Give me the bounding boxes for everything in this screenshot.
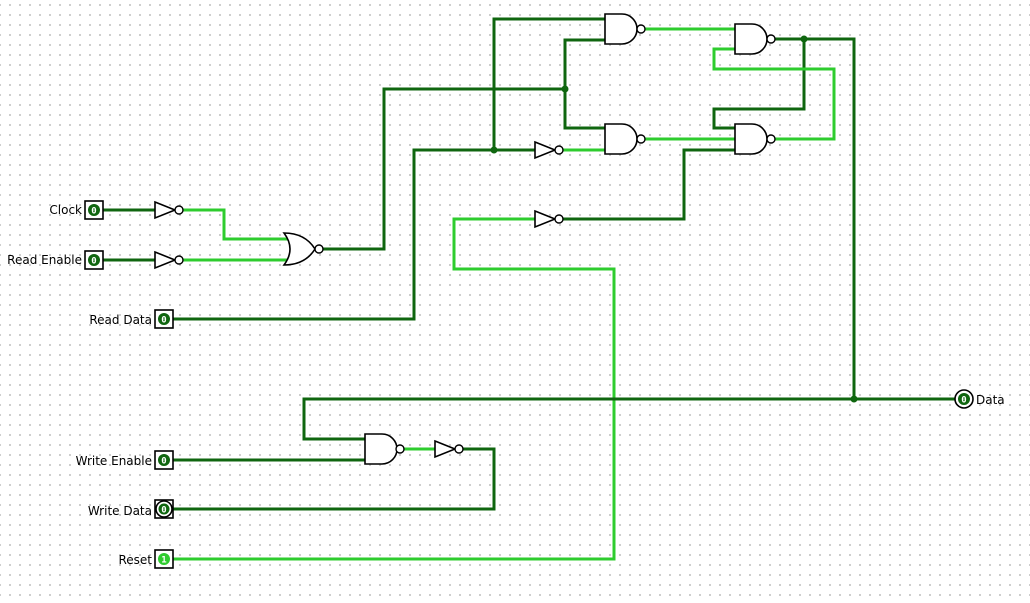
wire-enable-to-nand1[interactable] [563,38,608,130]
pin-write-data[interactable]: 0 [154,499,174,519]
junction-q [800,35,808,43]
output-pins: 0 Data [954,389,1005,409]
wires [102,17,959,561]
not-gate-read-enable[interactable] [154,250,184,270]
gates [154,13,776,465]
pin-read-enable[interactable]: 0 [84,250,104,270]
not-gate-read-data[interactable] [534,140,564,160]
pin-clock[interactable]: 0 [84,200,104,220]
pin-reset[interactable]: 1 [154,549,174,569]
pin-write-enable-value: 0 [161,457,166,467]
pin-data-output[interactable]: 0 [954,389,974,409]
input-pins: 0 Clock 0 Read Enable 0 Read Data 0 Writ… [7,200,174,569]
pin-read-enable-value: 0 [91,257,96,267]
label-read-enable: Read Enable [7,253,82,267]
wire-data-to-top-nand[interactable] [492,17,608,152]
wire-notclock-to-or[interactable] [182,208,289,241]
pin-write-enable[interactable]: 0 [154,450,174,470]
latch-nand-top[interactable] [734,23,776,55]
label-write-data: Write Data [88,504,152,518]
nand-gate-middle[interactable] [604,123,646,155]
not-gate-write[interactable] [434,439,464,459]
wire-reset[interactable] [172,217,616,561]
not-gate-reset[interactable] [534,209,564,229]
junction-data-bus [850,395,858,403]
junction-read-data [490,146,498,154]
label-clock: Clock [49,203,82,217]
wire-readdata[interactable] [172,148,537,321]
wire-writenot-to-writedata[interactable] [172,447,496,511]
junctions [490,35,858,403]
nand-gate-write[interactable] [364,433,405,465]
wire-notreset-to-latch[interactable] [562,148,738,221]
pin-write-data-value: 0 [161,506,166,516]
not-gate-clock[interactable] [154,200,184,220]
label-read-data: Read Data [89,313,152,327]
wire-qbar-feedback[interactable] [712,47,836,141]
label-reset: Reset [118,553,152,567]
nand-gate-top[interactable] [604,13,646,45]
label-data-output: Data [976,393,1005,407]
pin-clock-value: 0 [91,207,96,217]
latch-nand-bottom[interactable] [734,123,776,155]
pin-read-data-value: 0 [161,316,166,326]
pin-read-data[interactable]: 0 [154,309,174,329]
junction-enable-bus [561,85,569,93]
wire-q-output[interactable] [772,37,959,401]
wire-q-feedback[interactable] [712,37,806,130]
wire-or-to-enable-bus[interactable] [322,87,567,251]
wire-data-bus-to-write-nand[interactable] [302,397,856,441]
label-write-enable: Write Enable [76,454,152,468]
nor-gate-enable[interactable] [282,232,324,266]
pin-data-output-value: 0 [961,396,966,406]
pin-reset-value: 1 [161,556,166,566]
